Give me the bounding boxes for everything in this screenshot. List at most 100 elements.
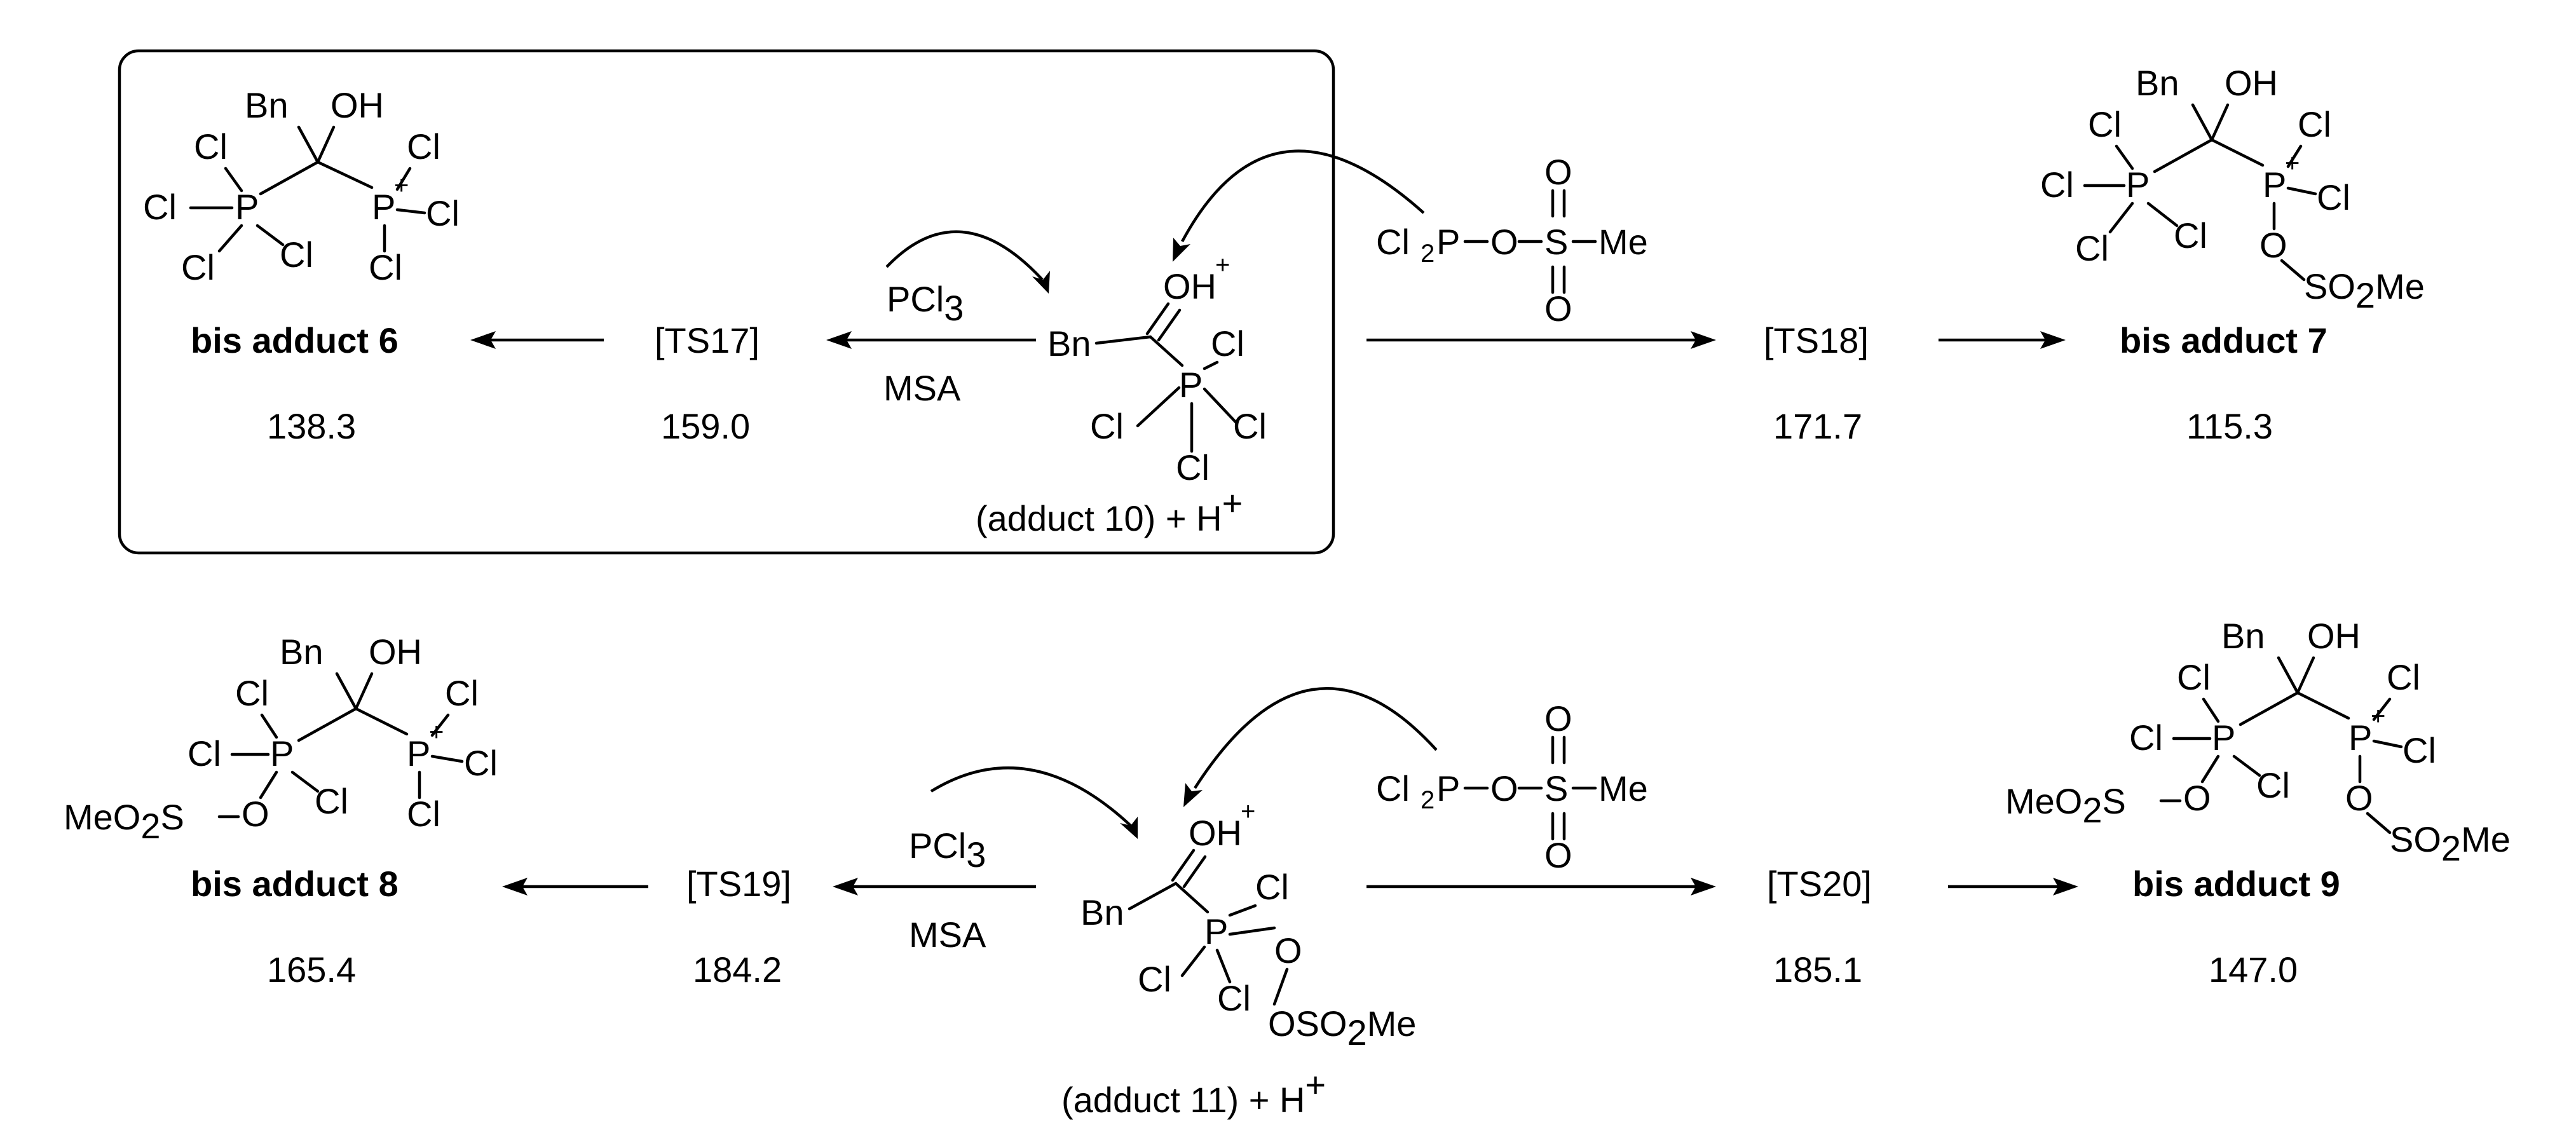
atom-label: Cl <box>1138 959 1171 999</box>
atom-label: P <box>372 187 395 227</box>
atom-label: OH <box>331 85 384 125</box>
adduct-10-label: (adduct 10) + H+ <box>976 483 1243 538</box>
atom-label: OH <box>1163 266 1216 306</box>
atom-label: Cl <box>235 673 269 713</box>
bis-adduct-7-label: bis adduct 7 <box>2120 320 2327 360</box>
atom-label: Cl <box>315 781 348 821</box>
atom-label: Cl <box>1376 768 1410 808</box>
atom-label: O <box>2183 778 2211 818</box>
bis-adduct-6-energy: 138.3 <box>267 406 356 446</box>
atom-label: MeO2S <box>2005 781 2126 830</box>
atom-label: Cl <box>2129 718 2163 758</box>
atom-label: OSO2Me <box>1268 1004 1416 1052</box>
atom-label: Cl <box>1233 406 1267 446</box>
atom-label: P <box>1436 768 1460 808</box>
atom-label: Cl <box>464 743 498 783</box>
atom-label: S <box>1544 222 1568 262</box>
atom-label: O <box>1490 222 1518 262</box>
atom-label: O <box>242 794 269 834</box>
ts17-label: [TS17] <box>655 320 760 360</box>
atom-label: Cl <box>1090 406 1124 446</box>
ts20-energy: 185.1 <box>1773 950 1862 990</box>
atom-label: Cl <box>2387 657 2420 697</box>
atom-label: Cl <box>407 126 440 167</box>
bis-adduct-9-structure: Bn OH P Cl Cl Cl O MeO2S P + Cl Cl O SO2… <box>2005 616 2511 868</box>
atom-label: P <box>1436 222 1460 262</box>
atom-label: Cl <box>280 235 313 275</box>
reagent-pcl3: PCl3 <box>887 279 964 328</box>
cl2p-o-so2me-reagent-top: Cl 2 P O S Me O O <box>1376 152 1648 329</box>
atom-label: P <box>1204 911 1228 951</box>
atom-label: O <box>2259 225 2287 265</box>
atom-label: SO2Me <box>2304 266 2425 315</box>
atom-label: Cl <box>2256 765 2290 805</box>
atom-label: Cl <box>2402 730 2436 770</box>
bis-adduct-6-structure: Bn OH P Cl Cl Cl Cl P + Cl Cl Cl <box>143 85 460 287</box>
reagent-msa: MSA <box>883 368 961 408</box>
atom-label: P <box>2263 165 2286 205</box>
atom-label: SO2Me <box>2390 819 2511 868</box>
bis-adduct-9-energy: 147.0 <box>2209 950 2298 990</box>
ts18-energy: 171.7 <box>1773 406 1862 446</box>
bis-adduct-7-structure: Bn OH P Cl Cl Cl Cl P + Cl Cl O SO2Me <box>2040 63 2425 315</box>
bis-adduct-8-label: bis adduct 8 <box>191 864 399 904</box>
charge-label: + <box>1215 251 1230 279</box>
atom-label: Cl <box>1176 447 1210 487</box>
atom-label: Cl <box>194 126 228 167</box>
atom-label: P <box>1179 365 1203 405</box>
atom-label: Cl <box>407 794 440 834</box>
atom-label: P <box>270 733 294 773</box>
adduct-10-structure: OH + Bn P Cl Cl Cl Cl <box>1047 251 1267 487</box>
bis-adduct-8-structure: Bn OH P Cl Cl Cl O MeO2S P + Cl Cl Cl <box>64 632 498 846</box>
atom-label: O <box>1274 930 1302 970</box>
atom-label: OH <box>369 632 422 672</box>
atom-label: P <box>235 187 259 227</box>
atom-label: O <box>1544 289 1572 329</box>
atom-label: Cl <box>1217 978 1251 1018</box>
bis-adduct-6-label: bis adduct 6 <box>191 320 399 360</box>
atom-label: Cl <box>2174 215 2207 255</box>
atom-label: O <box>1544 835 1572 875</box>
atom-label: Cl <box>2088 104 2122 144</box>
atom-label: MeO2S <box>64 797 184 846</box>
charge-label: + <box>1241 798 1255 826</box>
atom-label: Cl <box>445 673 479 713</box>
atom-label: Bn <box>245 85 289 125</box>
atom-label: Cl <box>2040 165 2074 205</box>
atom-label: S <box>1544 768 1568 808</box>
ts17-energy: 159.0 <box>661 406 750 446</box>
reagent-msa: MSA <box>909 915 986 955</box>
atom-label: Cl <box>1255 867 1289 907</box>
bis-adduct-7-energy: 115.3 <box>2186 406 2273 446</box>
atom-label: O <box>2345 778 2373 818</box>
atom-label: Bn <box>1047 323 1091 364</box>
atom-label: Cl <box>187 733 221 773</box>
atom-label: P <box>2212 718 2235 758</box>
atom-label: P <box>2126 165 2150 205</box>
ts19-energy: 184.2 <box>693 950 782 990</box>
ts18-label: [TS18] <box>1764 320 1869 360</box>
bis-adduct-8-energy: 165.4 <box>267 950 356 990</box>
atom-label: O <box>1544 152 1572 192</box>
atom-label: OH <box>1189 813 1242 853</box>
atom-label: OH <box>2225 63 2278 103</box>
reagent-pcl3: PCl3 <box>909 826 986 875</box>
ts19-label: [TS19] <box>686 864 791 904</box>
atom-label: Me <box>1598 222 1648 262</box>
subscript: 2 <box>1421 240 1435 268</box>
atom-label: Cl <box>181 247 215 287</box>
bis-adduct-9-label: bis adduct 9 <box>2132 864 2340 904</box>
subscript: 2 <box>1421 786 1435 814</box>
atom-label: OH <box>2307 616 2361 656</box>
ts20-label: [TS20] <box>1767 864 1872 904</box>
atom-label: Cl <box>143 187 177 227</box>
adduct-11-structure: OH + Bn P Cl Cl Cl O OSO2Me <box>1080 798 1416 1052</box>
highlight-box <box>118 49 1335 555</box>
atom-label: Cl <box>369 247 402 287</box>
atom-label: Cl <box>1211 323 1244 364</box>
atom-label: Cl <box>2075 228 2109 268</box>
atom-label: Cl <box>2298 104 2331 144</box>
atom-label: Cl <box>2317 177 2350 217</box>
atom-label: Cl <box>1376 222 1410 262</box>
